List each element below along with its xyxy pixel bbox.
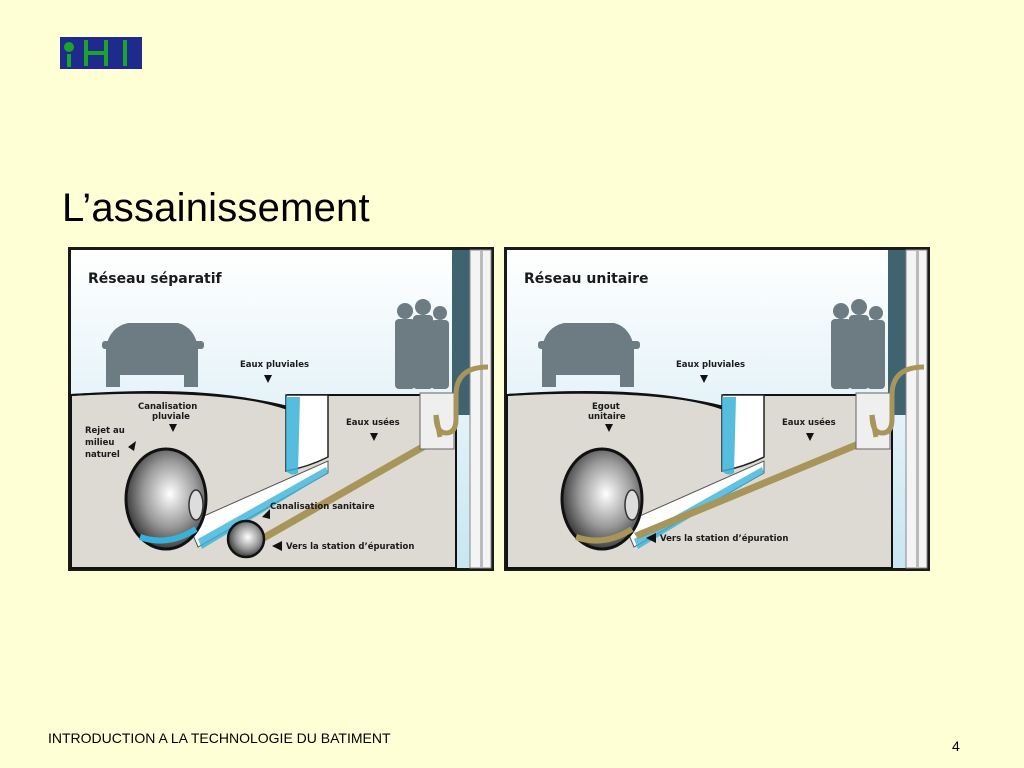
heading-reseau-unitaire: Réseau unitaire	[524, 271, 648, 287]
label-eaux-pluviales: Eaux pluviales	[676, 360, 745, 370]
people-silhouette	[395, 299, 449, 389]
footer-text: INTRODUCTION A LA TECHNOLOGIE DU BATIMEN…	[48, 730, 391, 746]
label-rejet-2: milieu	[85, 438, 114, 448]
diagram-reseau-separatif: Réseau séparatif Eaux pluviales Canalisa…	[68, 247, 494, 571]
label-eaux-usees: Eaux usées	[346, 417, 400, 428]
heading-reseau-separatif: Réseau séparatif	[88, 271, 223, 287]
label-eaux-usees: Eaux usées	[782, 417, 836, 428]
label-egout-2: unitaire	[588, 412, 626, 422]
slide-title: L’assainissement	[62, 186, 370, 230]
page-number: 4	[952, 738, 960, 754]
label-egout-1: Egout	[592, 402, 620, 412]
label-vers-station: Vers la station d’épuration	[286, 541, 414, 552]
label-rejet-1: Rejet au	[85, 426, 125, 436]
people-silhouette	[831, 299, 885, 389]
car-silhouette	[102, 323, 204, 387]
label-rejet-3: naturel	[85, 450, 120, 460]
ihi-logo: IHI	[60, 37, 149, 69]
label-canalisation-pluviale-2: pluviale	[152, 412, 190, 422]
label-canalisation-sanitaire: Canalisation sanitaire	[270, 502, 375, 512]
label-vers-station: Vers la station d’épuration	[660, 533, 788, 544]
label-eaux-pluviales: Eaux pluviales	[240, 360, 309, 370]
logo-text: IHI	[134, 48, 142, 62]
diagram-reseau-unitaire: Réseau unitaire Eaux pluviales Egout uni…	[504, 247, 930, 571]
label-canalisation-pluviale-1: Canalisation	[138, 402, 197, 412]
car-silhouette	[538, 323, 640, 387]
